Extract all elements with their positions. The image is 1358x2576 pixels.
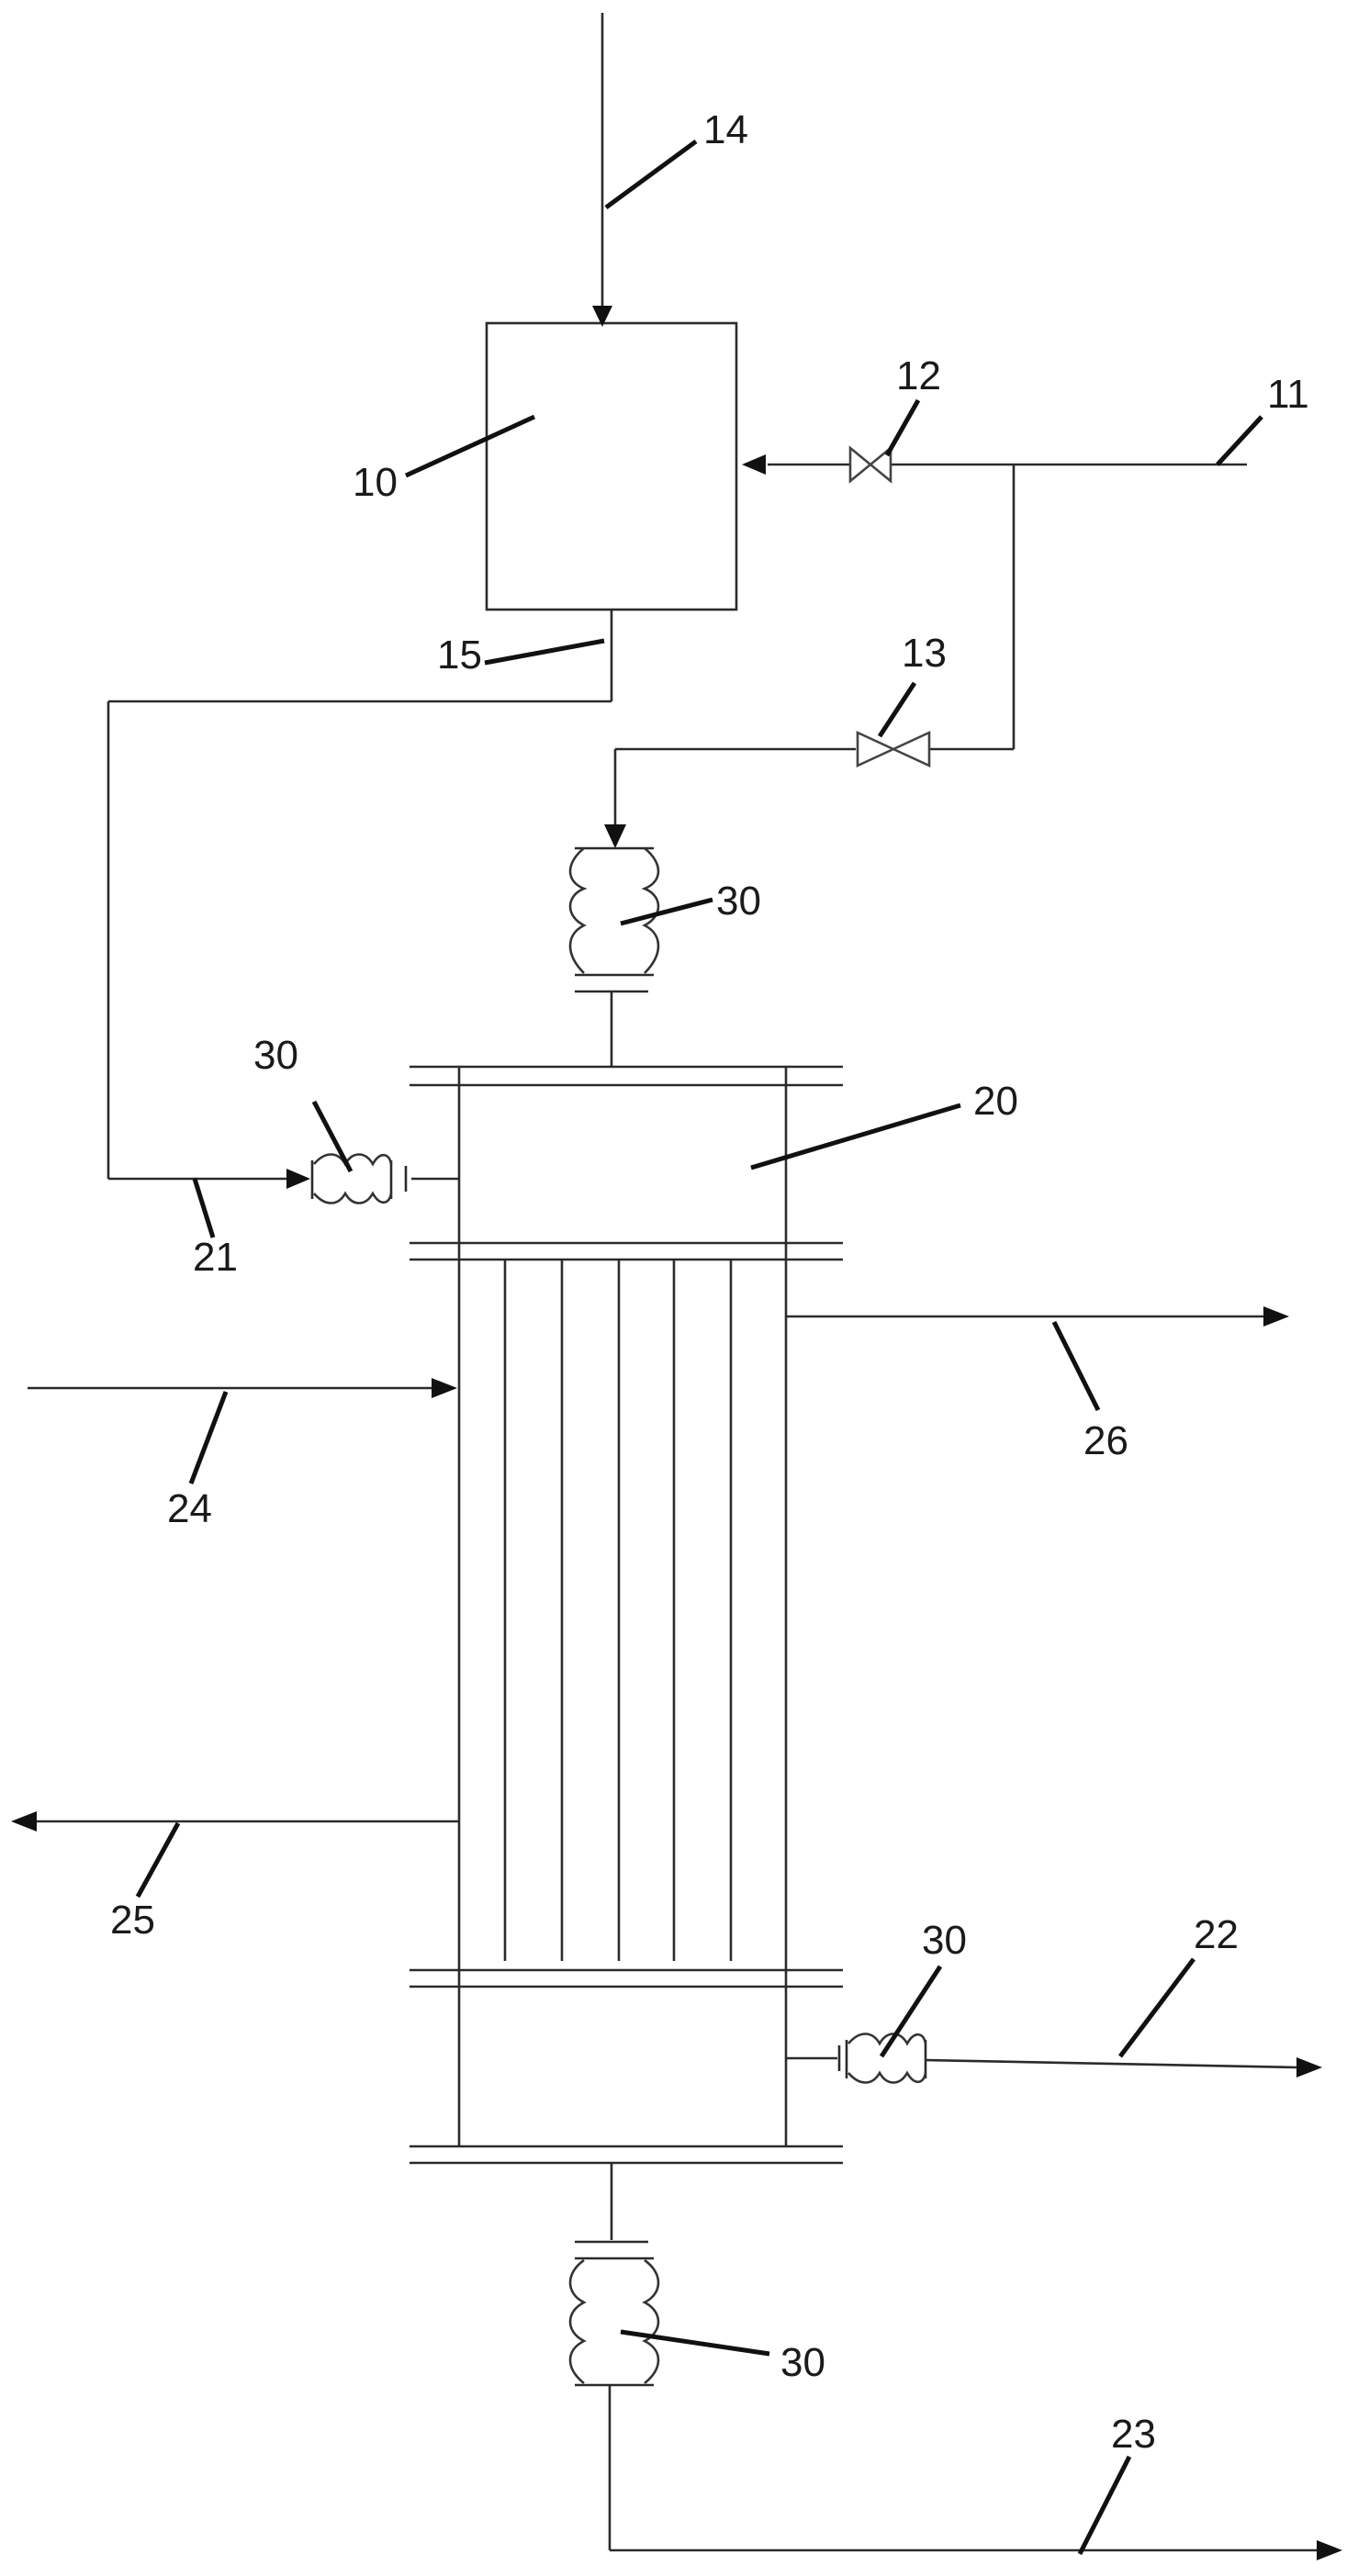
label-11: 11 — [1267, 372, 1309, 417]
label-30-right: 30 — [922, 1918, 967, 1963]
shell-outlet-arrowhead — [11, 1811, 37, 1831]
label-10: 10 — [353, 460, 398, 505]
reactor-20 — [410, 1065, 843, 2165]
label-21: 21 — [193, 1235, 238, 1280]
label-14: 14 — [703, 107, 748, 152]
leader-11 — [1216, 415, 1263, 466]
shell-inlet-arrowhead — [432, 1378, 457, 1398]
reactor-tubes — [503, 1260, 733, 1961]
leader-23 — [1077, 2455, 1132, 2556]
bellows-left — [310, 1153, 393, 1204]
label-23: 23 — [1111, 2412, 1156, 2457]
leader-14 — [604, 139, 698, 210]
leader-30-right — [879, 1965, 943, 2058]
label-24: 24 — [167, 1486, 212, 1531]
leader-24 — [188, 1391, 229, 1484]
leader-30-left — [311, 1100, 354, 1173]
label-30-top: 30 — [716, 879, 761, 924]
bellows-right — [845, 2033, 927, 2084]
leader-20 — [750, 1103, 961, 1170]
side-inlet-arrowhead — [286, 1169, 310, 1189]
label-25: 25 — [110, 1898, 155, 1943]
label-15: 15 — [437, 633, 482, 678]
tank-feed-arrowhead — [742, 454, 766, 475]
valve-13 — [856, 730, 931, 768]
bellows-top — [568, 846, 660, 977]
side-outlet-arrowhead — [1296, 2057, 1322, 2078]
label-30-left: 30 — [253, 1033, 298, 1078]
label-12: 12 — [896, 353, 941, 398]
bellows-bottom — [568, 2257, 660, 2387]
leader-13 — [877, 681, 917, 738]
leader-26 — [1051, 1320, 1101, 1412]
leader-21 — [192, 1178, 216, 1238]
leader-12 — [884, 398, 921, 457]
valve-12 — [848, 445, 892, 484]
top-inlet-arrowhead — [592, 306, 612, 327]
bottom-outlet-arrowhead — [1317, 2540, 1342, 2560]
side-outlet-22 — [925, 2058, 1297, 2069]
leader-30-bottom — [620, 2329, 770, 2357]
label-22: 22 — [1194, 1912, 1239, 1957]
label-30-bottom: 30 — [780, 2340, 825, 2385]
mixing-tank-10 — [485, 321, 738, 611]
label-26: 26 — [1083, 1418, 1128, 1463]
leader-22 — [1118, 1957, 1195, 2058]
label-13: 13 — [902, 631, 947, 676]
leader-15 — [484, 638, 605, 666]
shell-side-outlet-arrowhead — [1263, 1306, 1289, 1327]
label-20: 20 — [973, 1079, 1018, 1124]
leader-30-top — [620, 897, 713, 926]
reactor-top-feed-arrowhead — [604, 824, 626, 848]
leader-10 — [404, 414, 536, 478]
leader-25 — [135, 1821, 181, 1898]
